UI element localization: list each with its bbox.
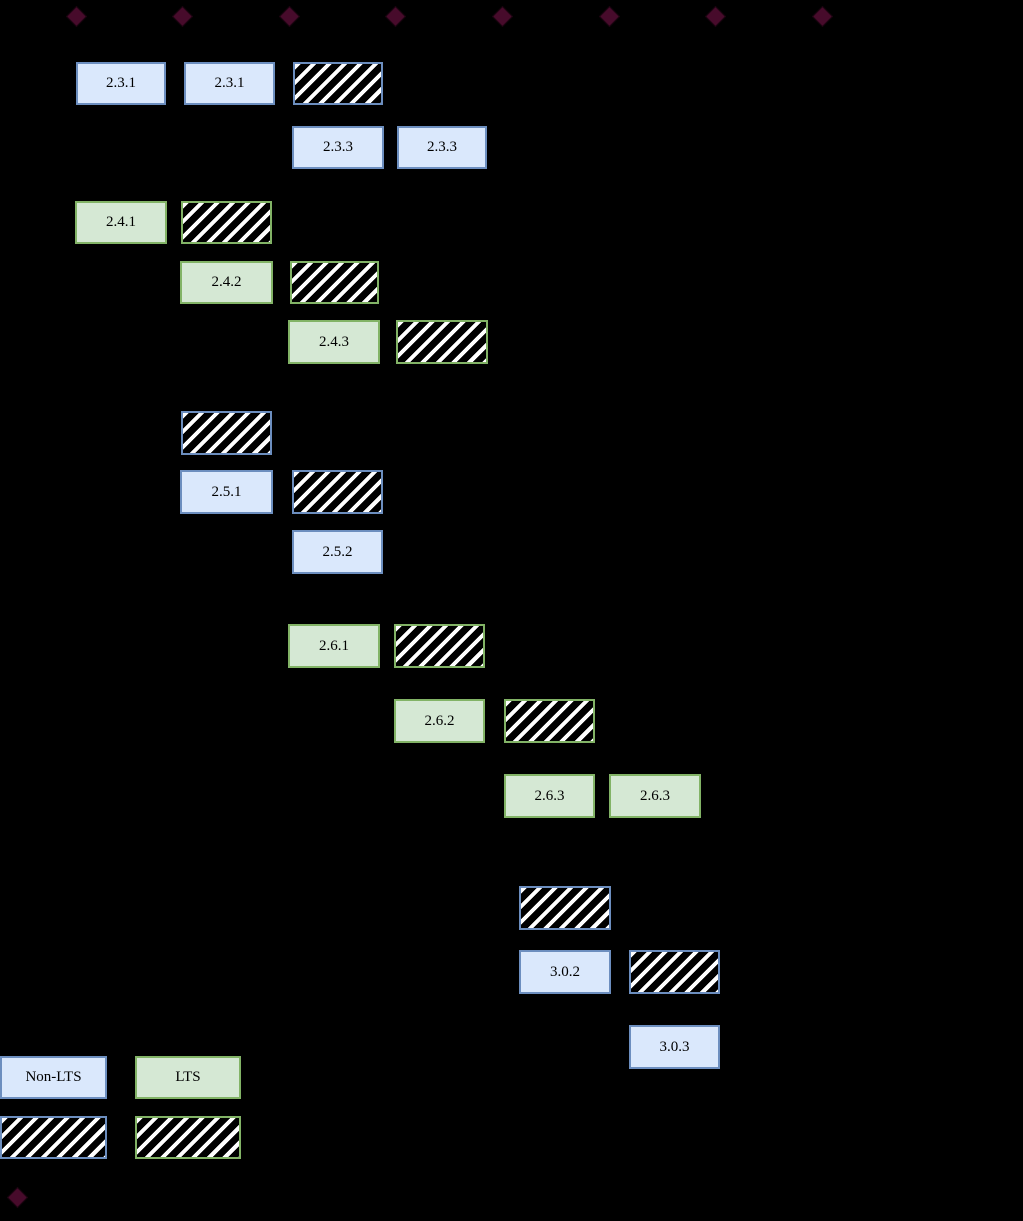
legend-milestone-diamond-icon <box>6 1186 29 1209</box>
version-bar: 2.5.2 <box>292 530 383 574</box>
version-label: 2.5.1 <box>211 483 242 500</box>
legend-non-lts-label: Non-LTS <box>25 1069 82 1085</box>
version-label: 3.0.3 <box>659 1038 690 1055</box>
version-bar: 2.4.1 <box>75 201 167 244</box>
version-label: 2.4.3 <box>319 333 349 350</box>
legend-lts-hatched-box <box>135 1116 241 1159</box>
version-bar-hatched <box>293 62 383 105</box>
timeline-milestone-diamond-icon <box>598 5 621 28</box>
timeline-milestone-diamond-icon <box>704 5 727 28</box>
version-bar: 2.5.1 <box>180 470 273 514</box>
version-bar-hatched <box>629 950 720 994</box>
version-label: 2.6.2 <box>424 712 455 729</box>
legend-lts-box: LTS <box>135 1056 241 1099</box>
version-label: 3.0.2 <box>550 963 580 980</box>
version-label: 2.3.1 <box>214 75 245 91</box>
timeline-milestone-diamond-icon <box>491 5 514 28</box>
version-bar: 2.6.3 <box>504 774 595 818</box>
version-bar: 2.6.1 <box>288 624 380 668</box>
version-bar-hatched <box>396 320 488 364</box>
version-label: 2.6.1 <box>319 637 349 654</box>
version-bar-hatched <box>519 886 611 930</box>
timeline-milestone-diamond-icon <box>171 5 194 28</box>
version-bar: 3.0.2 <box>519 950 611 994</box>
version-bar-hatched <box>181 201 272 244</box>
version-label: 2.3.3 <box>427 139 457 155</box>
timeline-milestone-diamond-icon <box>65 5 88 28</box>
version-bar: 2.4.3 <box>288 320 380 364</box>
version-bar: 3.0.3 <box>629 1025 720 1069</box>
version-bar-hatched <box>504 699 595 743</box>
timeline-milestone-diamond-icon <box>811 5 834 28</box>
legend-non-lts-box: Non-LTS <box>0 1056 107 1099</box>
version-bar: 2.3.1 <box>76 62 166 105</box>
version-bar-hatched <box>292 470 383 514</box>
timeline-milestone-diamond-icon <box>384 5 407 28</box>
version-bar: 2.6.3 <box>609 774 701 818</box>
version-bar: 2.6.2 <box>394 699 485 743</box>
version-bar-hatched <box>181 411 272 455</box>
timeline-milestone-diamond-icon <box>278 5 301 28</box>
version-bar: 2.3.1 <box>184 62 275 105</box>
version-label: 2.4.1 <box>106 214 136 230</box>
version-label: 2.4.2 <box>211 274 242 290</box>
legend-lts-label: LTS <box>175 1069 201 1085</box>
version-bar: 2.4.2 <box>180 261 273 304</box>
version-bar: 2.3.3 <box>397 126 487 169</box>
version-label: 2.6.3 <box>534 787 565 804</box>
version-label: 2.3.3 <box>323 139 353 155</box>
version-label: 2.3.1 <box>106 75 136 91</box>
legend-non-lts-hatched-box <box>0 1116 107 1159</box>
version-bar-hatched <box>290 261 379 304</box>
version-label: 2.6.3 <box>640 787 670 804</box>
version-label: 2.5.2 <box>322 543 353 560</box>
version-bar: 2.3.3 <box>292 126 384 169</box>
version-bar-hatched <box>394 624 485 668</box>
